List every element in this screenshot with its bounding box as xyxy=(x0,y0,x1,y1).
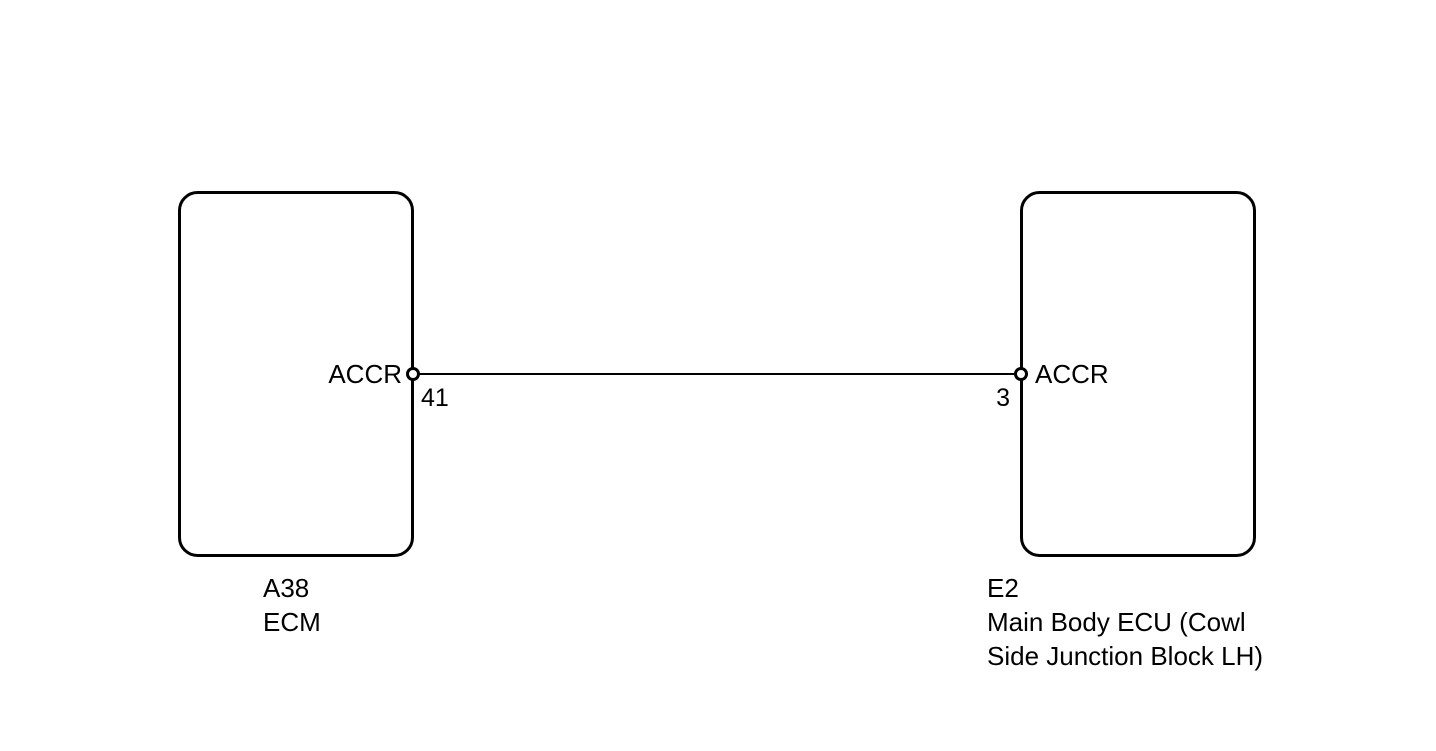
terminal-pin-number-right: 3 xyxy=(996,384,1010,412)
terminal-circle-icon-right[interactable] xyxy=(1014,367,1028,381)
terminal-circle-icon-left[interactable] xyxy=(406,367,420,381)
terminal-signal-label-right: ACCR xyxy=(1035,359,1109,389)
connector-description-left-line1: ECM xyxy=(263,607,321,637)
terminal-pin-number-left: 41 xyxy=(421,384,449,412)
connector-description-right-line1: Main Body ECU (Cowl xyxy=(987,607,1246,637)
connector-code-left: A38 xyxy=(263,573,309,603)
connector-description-right-line2: Side Junction Block LH) xyxy=(987,641,1263,671)
connector-code-right: E2 xyxy=(987,573,1019,603)
terminal-signal-label-left: ACCR xyxy=(328,359,402,389)
